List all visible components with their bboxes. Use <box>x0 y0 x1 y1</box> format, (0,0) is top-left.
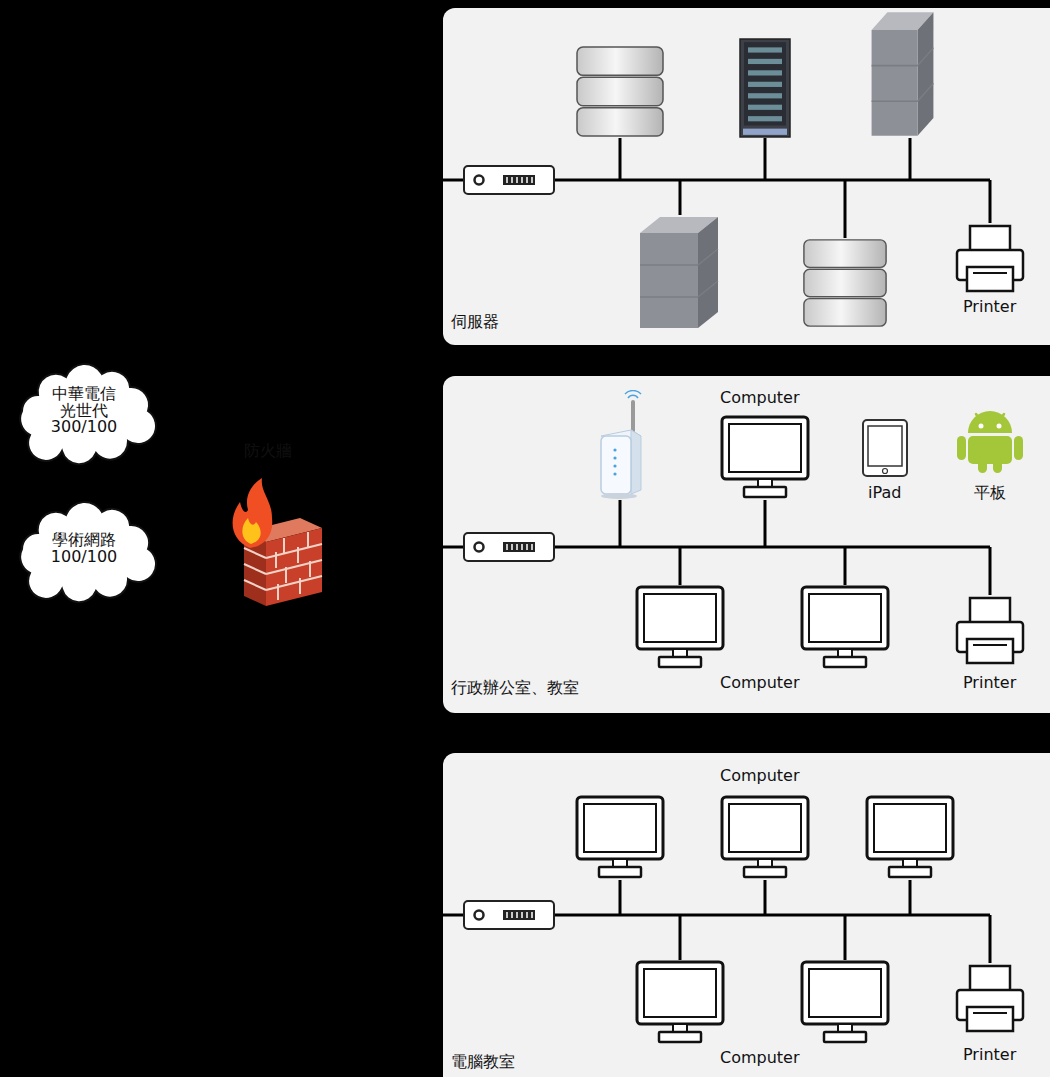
cloud-label: 學術網路 100/100 <box>47 532 121 566</box>
device-label: iPad <box>868 484 901 502</box>
zone-title: 電腦教室 <box>451 1053 515 1071</box>
device-label: Printer <box>963 674 1016 692</box>
firewall-label: 防火牆 <box>244 442 292 460</box>
internet-cloud: 學術網路 100/100 <box>18 503 150 595</box>
device-label: Computer <box>720 389 800 407</box>
computer-lab-illustration <box>443 753 1050 1077</box>
network-switch <box>464 533 554 561</box>
network-zone: 電腦教室ComputerComputerPrinter <box>443 753 1050 1077</box>
wifi-router <box>601 391 641 499</box>
printer-icon <box>957 598 1023 663</box>
tower-server <box>640 217 718 328</box>
computer-icon <box>637 587 723 667</box>
rack-server <box>740 39 790 137</box>
cloud-label: 中華電信 光世代 300/100 <box>47 386 121 436</box>
computer-icon <box>637 962 723 1042</box>
device-label: Computer <box>720 1049 800 1067</box>
network-cable <box>332 180 443 520</box>
office-illustration <box>443 376 1050 713</box>
ipad-icon <box>863 420 907 476</box>
network-cable <box>150 547 222 550</box>
firewall-node: 防火牆 <box>222 440 332 607</box>
server-stack <box>577 47 663 136</box>
printer-icon <box>957 966 1023 1031</box>
network-cable <box>332 546 443 549</box>
android-tablet-icon <box>957 411 1023 473</box>
network-switch <box>464 166 554 194</box>
server-stack <box>804 240 886 326</box>
computer-icon <box>577 797 663 877</box>
firewall-icon <box>222 440 332 607</box>
server-rack-illustration <box>443 8 1050 345</box>
computer-icon <box>802 587 888 667</box>
zone-title: 伺服器 <box>451 313 499 331</box>
network-switch <box>464 901 554 929</box>
device-label: Printer <box>963 298 1016 316</box>
device-label: Printer <box>963 1046 1016 1064</box>
network-zone: 行政辦公室、教室ComputeriPad平板ComputerPrinter <box>443 376 1050 713</box>
device-label: Computer <box>720 767 800 785</box>
tower-server <box>872 12 934 136</box>
device-label: Computer <box>720 674 800 692</box>
device-label: 平板 <box>974 484 1006 502</box>
network-zone: 伺服器 Printer <box>443 8 1050 345</box>
computer-icon <box>722 797 808 877</box>
computer-icon <box>722 417 808 497</box>
computer-icon <box>802 962 888 1042</box>
network-cable <box>332 585 443 915</box>
computer-icon <box>867 797 953 877</box>
internet-cloud: 中華電信 光世代 300/100 <box>18 365 150 457</box>
network-cable <box>150 410 222 520</box>
zone-title: 行政辦公室、教室 <box>451 679 579 697</box>
printer-icon <box>957 226 1023 291</box>
